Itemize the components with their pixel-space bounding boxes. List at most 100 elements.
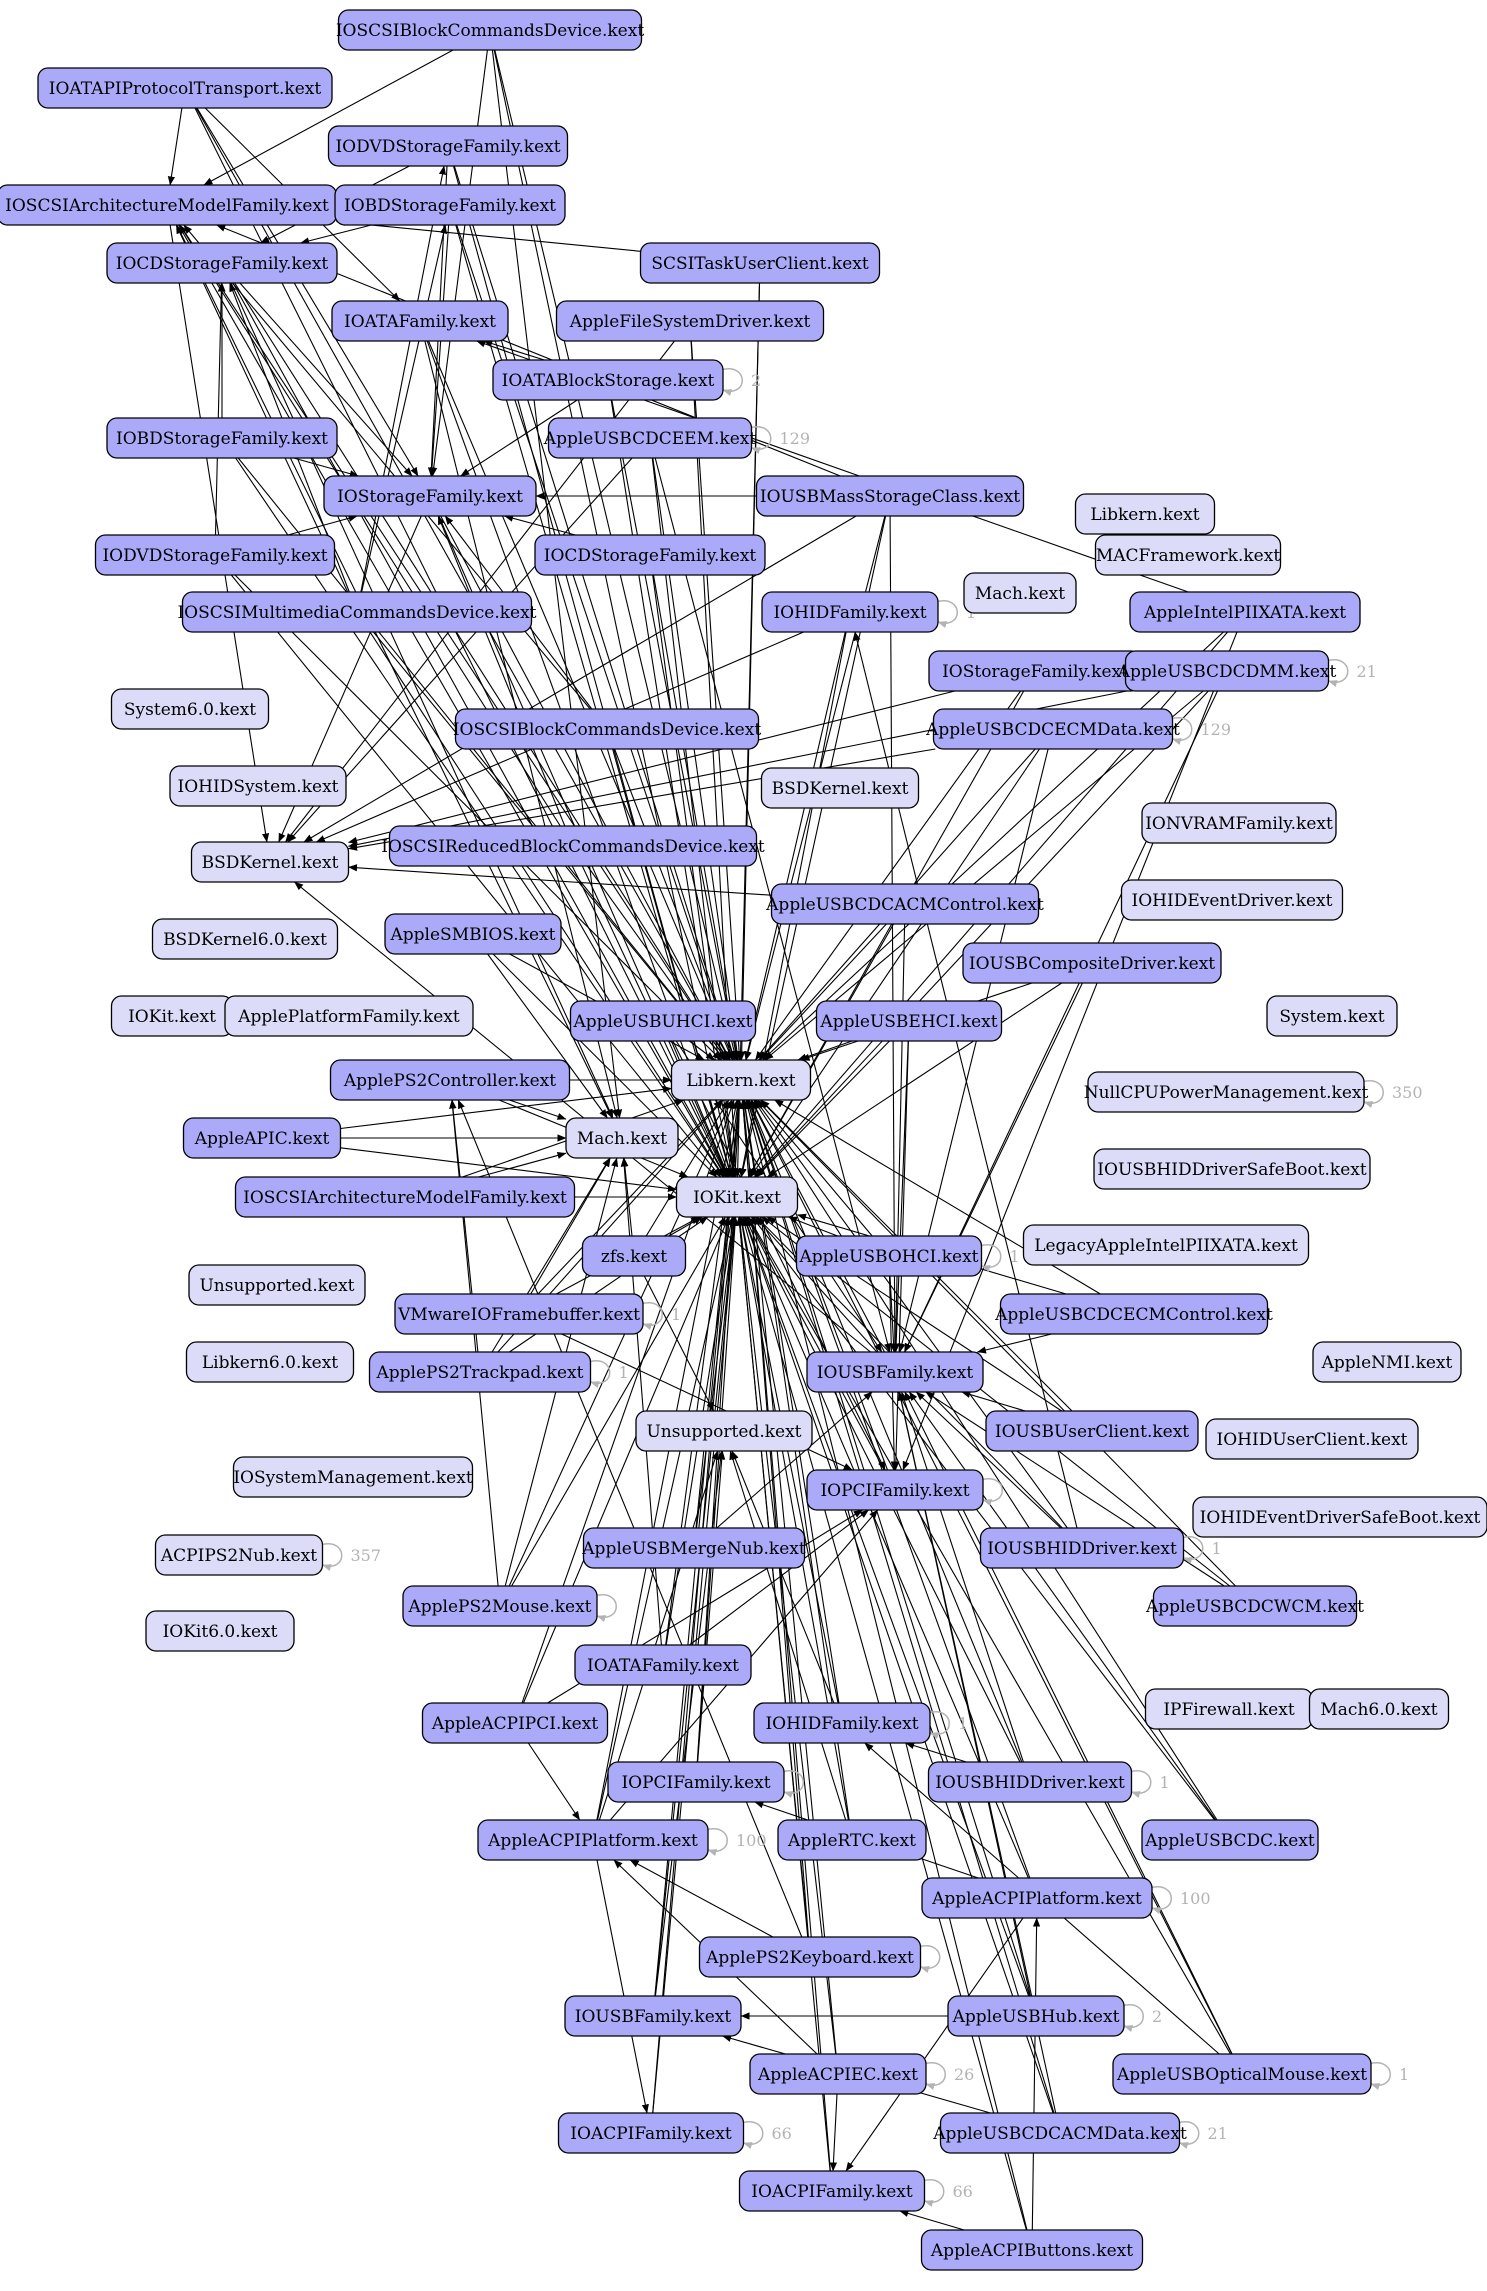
kext-node-box [1308,1688,1450,1730]
dependency-edge [757,1099,873,1237]
kext-node: IOKit.kext [675,1176,799,1218]
kext-node-box [37,67,333,109]
dependency-edge [829,2093,838,2172]
kext-node-label: AppleUSBOpticalMouse.kext [1116,2065,1367,2085]
kext-node-box [169,765,347,807]
kext-node-box [770,883,1040,925]
kext-node: IOSCSIBlockCommandsDevice.kext [336,9,644,51]
self-loop-count: 1 [1010,1247,1020,1266]
kext-node-box [151,918,339,960]
dependency-edge [741,1099,850,1821]
kext-node-label: IOPCIFamily.kext [621,1773,770,1793]
dependency-edge [483,340,545,361]
kext-node-label: IOHIDSystem.kext [178,777,339,797]
dependency-edge [754,690,1022,1061]
kext-node: IOSCSIArchitectureModelFamily.kext [234,1176,576,1218]
dependency-edge [689,1509,869,1646]
dependency-edge [751,1216,1216,1821]
kext-node-label: AppleUSBCDCECMData.kext [925,720,1180,740]
dependency-edge [689,1040,715,1061]
dependency-edge [537,1099,723,1295]
kext-node-box [639,242,881,284]
kext-node-label: AppleFileSystemDriver.kext [569,312,811,332]
kext-node-box [761,591,939,633]
kext-node: AppleUSBOpticalMouse.kext [1112,2053,1372,2095]
dependency-edge [697,1450,726,1763]
kext-node-box [106,242,338,284]
kext-node: IOSCSIArchitectureModelFamily.kext [0,184,338,226]
kext-node: ApplePS2Trackpad.kext [368,1351,592,1393]
self-loop-edge [705,1828,728,1856]
kext-node: AppleUSBCDCECMData.kext [925,708,1180,750]
self-loop-edge [918,1945,941,1973]
dependency-edge [504,514,576,536]
kext-node: AppleUSBOHCI.kext [795,1235,983,1277]
dependency-edge [900,1391,1024,1763]
dependency-edge [530,1157,611,1295]
dependency-edge [427,340,734,1061]
dependency-edge [1031,1917,1041,2231]
dependency-edge [759,923,887,1061]
kext-node-label: System.kext [1279,1007,1384,1027]
kext-node: Mach6.0.kext [1308,1688,1450,1730]
dependency-edge [437,515,566,827]
kext-node: IOUSBFamily.kext [564,1995,742,2037]
kext-node-label: IOCDStorageFamily.kext [116,254,329,274]
kext-node-box [534,534,766,576]
kext-node-box [1141,1819,1319,1861]
kext-node-label: AppleRTC.kext [787,1831,916,1851]
self-loop-edge [741,2121,764,2149]
kext-node-label: IOSCSIReducedBlockCommandsDevice.kext [381,837,765,857]
kext-node-label: IOHIDFamily.kext [773,603,926,623]
kext-node-label: IODVDStorageFamily.kext [335,137,560,157]
kext-node: IODVDStorageFamily.kext [327,125,569,167]
dependency-edge [214,282,225,536]
kext-node: Unsupported.kext [188,1264,366,1306]
self-loop-count: 1 [671,1305,681,1324]
kext-node: AppleUSBCDCDMM.kext [1117,650,1336,692]
kext-node-box [581,1235,687,1277]
dependency-edge [527,1742,581,1821]
kext-node-label: BSDKernel.kext [202,853,339,873]
kext-node-box [188,1264,366,1306]
kext-node: Mach.kext [565,1117,679,1159]
dependency-edge [643,1275,715,1412]
self-loop-edge [922,2179,945,2207]
dependency-edge [348,864,772,896]
dependency-edge [235,457,724,1178]
dependency-edge [175,224,349,593]
dependency-edge [596,1216,735,1821]
kext-node-box [795,1235,983,1277]
kext-node-box [154,1534,324,1576]
kext-node: ApplePlatformFamily.kext [224,995,474,1037]
self-loop-edge [1368,2062,1391,2090]
kext-node: SCSITaskUserClient.kext [639,242,881,284]
kext-node-box [806,1351,984,1393]
kext-node-box [1192,1496,1487,1538]
self-loop-edge [980,1478,1003,1506]
kext-node-label: AppleAPIC.kext [194,1129,330,1149]
self-loop-edge [749,426,772,454]
dependency-edge [754,1216,878,1353]
kext-node: IOHIDUserClient.kext [1205,1418,1419,1460]
dependency-edge [491,49,623,1119]
kext-node-box [574,1644,752,1686]
kext-node-box [753,1702,931,1744]
kext-node-label: IOUSBFamily.kext [817,1363,974,1383]
kext-node-box [1312,1341,1462,1383]
self-loop-edge [1361,1080,1384,1108]
kext-node-label: ApplePS2Mouse.kext [408,1597,592,1617]
dependency-edge [460,399,578,477]
self-loop-edge [1177,2121,1200,2149]
kext-node-label: IOSCSIArchitectureModelFamily.kext [5,196,329,216]
kext-node: Libkern.kext [1074,493,1216,535]
kext-node-label: IOUSBUserClient.kext [995,1422,1189,1442]
kext-node: IOUSBFamily.kext [806,1351,984,1393]
kext-node: IOUSBHIDDriverSafeBoot.kext [1093,1148,1371,1190]
kext-node-box [979,1527,1185,1569]
dependency-edge [478,1151,567,1178]
self-loop-count: 66 [953,2182,973,2201]
dependency-edge [239,282,413,477]
self-loop-count: 129 [780,429,811,448]
kext-node: AppleUSBCDCECMControl.kext [994,1293,1273,1335]
